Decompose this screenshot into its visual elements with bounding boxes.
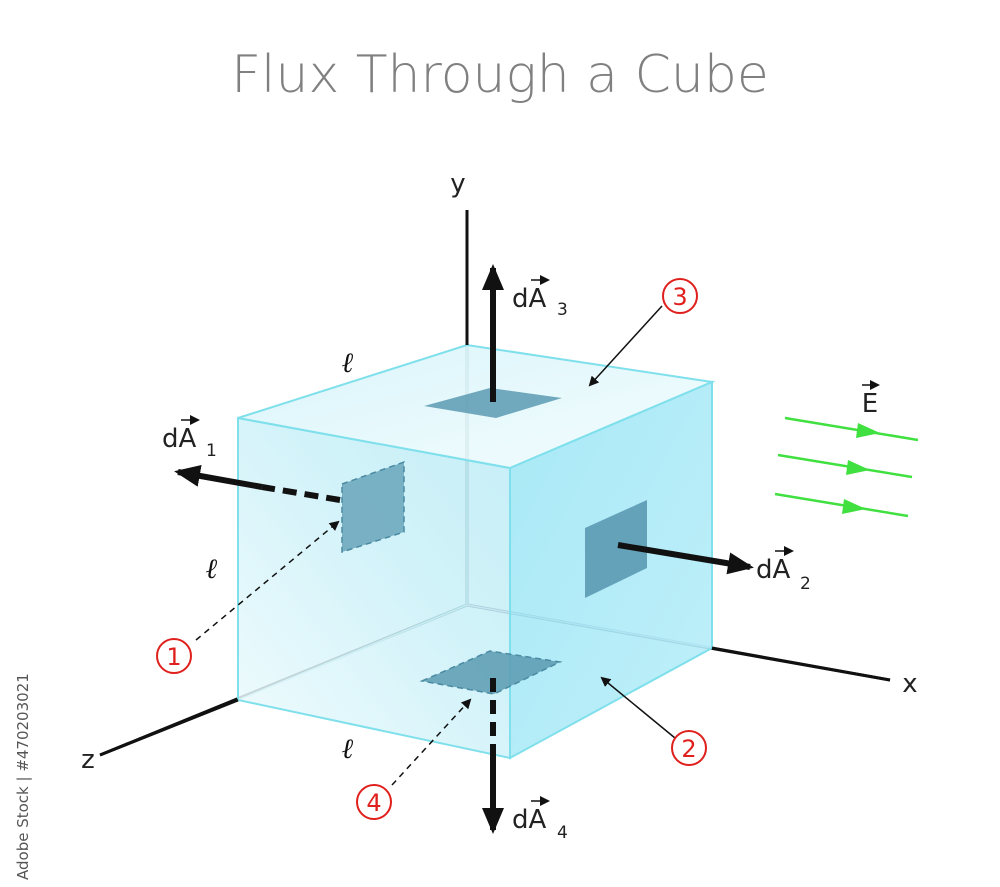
svg-text:1: 1 [166, 643, 181, 671]
svg-text:2: 2 [681, 735, 696, 763]
cube-front-face [237, 416, 511, 760]
pointer-1 [195, 520, 340, 641]
area-patch-1-left [341, 460, 405, 554]
x-axis-label: x [902, 669, 917, 699]
area-vector-1-label: dA 1 [162, 415, 217, 461]
field-line [774, 492, 909, 518]
area-vector-1-arrow [174, 465, 263, 490]
pointer-4 [391, 698, 472, 786]
area-vector-4-label: dA 4 [512, 796, 568, 843]
marker-3: 3 [662, 278, 698, 314]
edge-length-label-left: ℓ [205, 552, 218, 585]
svg-text:4: 4 [366, 789, 381, 817]
z-axis-line [99, 698, 239, 757]
field-line [777, 453, 913, 479]
stock-id-watermark: Adobe Stock | #470203021 [14, 673, 32, 880]
svg-text:dA: dA [756, 555, 791, 585]
pointer-2 [600, 676, 676, 739]
area-vector-1-dashed [261, 484, 341, 503]
x-axis-line [711, 646, 891, 682]
marker-1: 1 [156, 638, 192, 674]
marker-4: 4 [356, 784, 392, 820]
svg-text:dA: dA [162, 424, 197, 454]
area-vector-3-label: dA 3 [512, 275, 568, 320]
svg-text:3: 3 [672, 283, 687, 311]
svg-text:4: 4 [557, 823, 568, 843]
svg-text:3: 3 [557, 300, 568, 320]
area-vector-2-arrow [617, 542, 754, 575]
y-axis-label: y [450, 169, 465, 199]
pointer-3 [588, 305, 663, 387]
area-patch-3-top [424, 388, 562, 418]
area-patch-4-bottom [419, 650, 563, 695]
electric-field [774, 416, 919, 518]
field-label: E [862, 380, 880, 419]
field-arrowhead [846, 460, 870, 475]
svg-text:dA: dA [512, 805, 547, 835]
svg-text:E: E [862, 389, 878, 419]
edge-length-label-top: ℓ [341, 346, 354, 379]
diagram-title: Flux Through a Cube [231, 45, 769, 105]
svg-text:dA: dA [512, 284, 547, 314]
area-patch-2-right [585, 500, 647, 598]
edge-length-label-bottom: ℓ [341, 732, 354, 765]
svg-text:2: 2 [800, 574, 811, 594]
area-vector-2-label: dA 2 [756, 546, 811, 594]
field-arrowhead [856, 423, 880, 438]
field-arrowhead [842, 499, 866, 514]
marker-2: 2 [671, 730, 707, 766]
svg-text:1: 1 [206, 441, 217, 461]
z-axis-label: z [81, 745, 95, 775]
field-line [784, 416, 919, 442]
